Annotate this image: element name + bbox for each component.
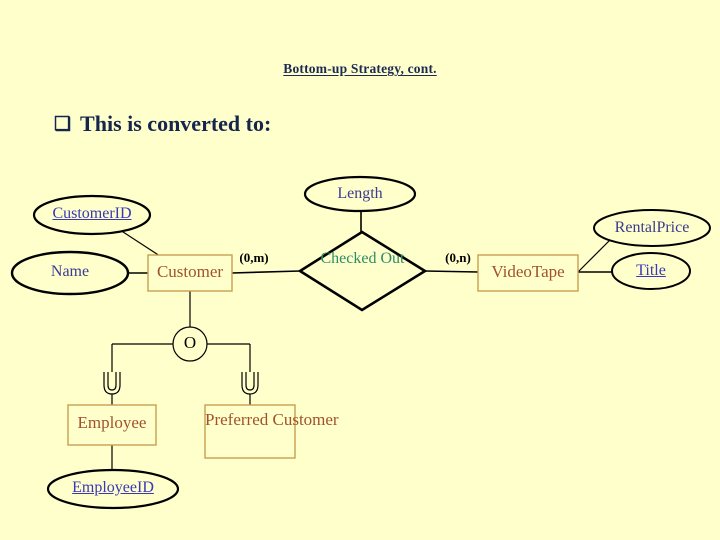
attribute-ellipse-name (10, 250, 130, 296)
relationship-diamond-checkedout (297, 230, 428, 312)
connector-checkedout-videotape (424, 270, 479, 273)
subset-arrow-inner-preferred (245, 372, 255, 391)
bullet-line: ❑ This is converted to: (54, 111, 271, 137)
subset-symbols (103, 372, 259, 395)
subset-arrow-inner-employee (107, 372, 117, 391)
subset-arrow-icon-employee (103, 372, 121, 395)
connector-videotape-rentalprice (577, 237, 613, 273)
bullet-text: This is converted to: (80, 111, 272, 136)
attribute-ellipse-employeeid (46, 468, 180, 510)
entity-box-employee (67, 404, 157, 446)
connector-customer-checkedout (231, 270, 301, 274)
attribute-ellipse-title (611, 252, 691, 290)
bullet-square-icon: ❑ (54, 114, 72, 135)
attribute-ellipse-customerid (32, 194, 152, 236)
subset-arrow-icon-preferred (241, 372, 259, 395)
entity-box-preferred (204, 404, 296, 459)
entity-box-customer (147, 254, 233, 292)
attribute-ellipse-rentalprice (593, 209, 711, 247)
page-title: Bottom-up Strategy, cont. (0, 61, 720, 77)
attribute-ellipse-length (303, 175, 417, 213)
generalization-circle (172, 326, 208, 362)
entity-boxes (67, 254, 579, 459)
attribute-ellipses (10, 175, 711, 510)
connector-lines (111, 211, 613, 471)
connector-customerid-customer (119, 229, 164, 259)
page-title-text: Bottom-up Strategy, cont. (283, 61, 437, 76)
entity-box-videotape (477, 254, 579, 292)
